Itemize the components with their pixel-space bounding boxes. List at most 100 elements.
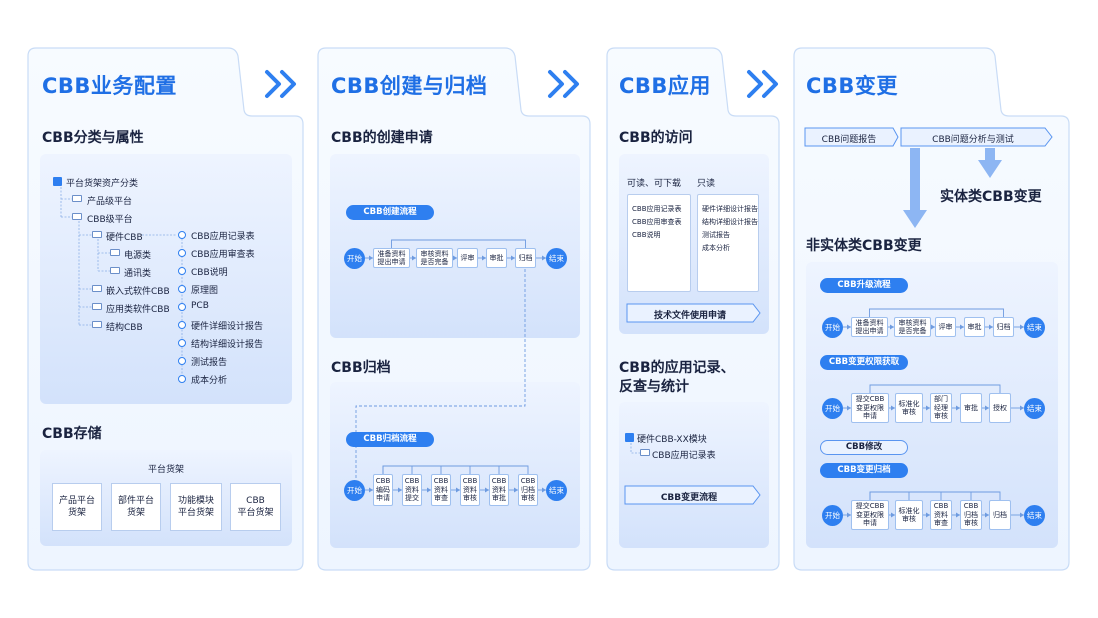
flow-end-node: 结束 bbox=[1024, 317, 1045, 338]
panel-title-config: CBB业务配置 bbox=[42, 74, 177, 98]
flow-loop-connector bbox=[869, 491, 910, 500]
flow-step-box: 归档 bbox=[993, 317, 1014, 337]
attribute-dot-icon bbox=[178, 303, 186, 311]
record-name: CBB应用记录表 bbox=[652, 451, 716, 461]
arrow-head-icon bbox=[514, 487, 518, 493]
flow-step-box: 审核资料 是否完备 bbox=[416, 248, 453, 268]
tree-l2-item: 结构CBB bbox=[106, 323, 143, 333]
problem-report: CBB问题报告 bbox=[821, 135, 877, 145]
flow-label-pill[interactable]: CBB归档流程 bbox=[346, 432, 434, 447]
flow-step-box: 准备资料 提出申请 bbox=[851, 317, 888, 337]
flow-label-pill[interactable]: CBB升级流程 bbox=[820, 278, 908, 293]
flow-step-box: CBB 资料 审查 bbox=[930, 500, 952, 530]
flow-step-box: 准备资料 提出申请 bbox=[373, 248, 410, 268]
attribute-item: CBB应用记录表 bbox=[191, 232, 255, 242]
tree-l2-item: 硬件CBB bbox=[106, 233, 143, 243]
flow-loop-connector bbox=[869, 308, 1004, 317]
flow-dashed-link bbox=[355, 269, 526, 480]
flow-step-box: 标准化 审核 bbox=[895, 500, 923, 530]
flow-step-box: CBB 归档 审核 bbox=[518, 474, 538, 506]
access-col2-box bbox=[697, 194, 759, 292]
attribute-dot-icon bbox=[178, 339, 186, 347]
attribute-dot-icon bbox=[178, 249, 186, 257]
readonly-doc-item: 成本分析 bbox=[702, 244, 730, 252]
archive-heading: CBB归档 bbox=[331, 360, 391, 376]
attribute-dot-icon bbox=[178, 231, 186, 239]
access-col2-title: 只读 bbox=[697, 179, 716, 189]
folder-icon bbox=[92, 285, 102, 292]
flow-label-pill[interactable]: CBB修改 bbox=[820, 440, 908, 455]
attribute-item: CBB应用审查表 bbox=[191, 250, 255, 260]
attribute-item: 成本分析 bbox=[191, 376, 228, 386]
records-heading-1: CBB的应用记录、 bbox=[619, 360, 735, 376]
flow-loop-connector bbox=[382, 465, 471, 474]
arrow-head-icon bbox=[485, 487, 489, 493]
arrow-head-icon bbox=[985, 512, 989, 518]
flow-start-node: 开始 bbox=[822, 505, 843, 526]
readable-doc-item: CBB应用审查表 bbox=[632, 218, 682, 226]
arrow-head-icon bbox=[847, 324, 851, 330]
arrow-head-icon bbox=[369, 255, 373, 261]
arrow-head-icon bbox=[412, 255, 416, 261]
flow-step-box: 审核资料 是否完备 bbox=[894, 317, 931, 337]
flow-step-box: CBB 资料 审批 bbox=[489, 474, 509, 506]
problem-analysis: CBB问题分析与测试 bbox=[932, 135, 1014, 145]
flow-step-box: 评审 bbox=[457, 248, 478, 268]
create-card bbox=[330, 154, 580, 338]
attribute-item: CBB说明 bbox=[191, 268, 228, 278]
shelf-title: 平台货架 bbox=[147, 465, 184, 475]
panel-title-create: CBB创建与归档 bbox=[331, 74, 488, 98]
flow-step-box: 归档 bbox=[989, 500, 1011, 530]
flow-start-node: 开始 bbox=[822, 317, 843, 338]
arrow-head-icon bbox=[456, 487, 460, 493]
arrow-head-icon bbox=[931, 324, 935, 330]
flow-loop-connector bbox=[382, 465, 413, 474]
flow-start-node: 开始 bbox=[822, 398, 843, 419]
flow-label-pill[interactable]: CBB创建流程 bbox=[346, 205, 434, 220]
panel-title-apply: CBB应用 bbox=[619, 74, 711, 98]
access-heading: CBB的访问 bbox=[619, 130, 693, 146]
folder-icon bbox=[640, 449, 650, 456]
flow-step-box: 归档 bbox=[515, 248, 536, 268]
attribute-item: 原理图 bbox=[191, 286, 219, 296]
access-col1-title: 可读、可下载 bbox=[627, 179, 682, 189]
arrow-head-icon bbox=[956, 512, 960, 518]
folder-icon bbox=[72, 195, 82, 202]
arrow-head-icon bbox=[891, 405, 895, 411]
records-heading-2: 反查与统计 bbox=[619, 379, 689, 395]
arrow-head-icon bbox=[511, 255, 515, 261]
arrow-head-icon bbox=[1020, 405, 1024, 411]
shelf-box: 部件平台 货架 bbox=[111, 483, 161, 531]
flow-label-pill[interactable]: CBB变更归档 bbox=[820, 463, 908, 478]
attribute-dot-icon bbox=[178, 285, 186, 293]
flow-label-pill[interactable]: CBB变更权限获取 bbox=[820, 355, 908, 370]
attribute-dot-icon bbox=[178, 267, 186, 275]
readable-doc-item: CBB应用记录表 bbox=[632, 205, 682, 213]
tree-l2-item: 应用类软件CBB bbox=[106, 305, 170, 315]
flow-end-node: 结束 bbox=[546, 248, 567, 269]
attribute-dot-icon bbox=[178, 321, 186, 329]
flow-step-box: 标准化 审核 bbox=[895, 393, 923, 423]
tech-file-apply[interactable]: 技术文件使用申请 bbox=[653, 311, 726, 321]
flow-loop-connector bbox=[382, 465, 529, 474]
arrow-head-icon bbox=[891, 512, 895, 518]
shelf-box: 功能模块 平台货架 bbox=[170, 483, 222, 531]
flow-step-box: 部门 经理 审核 bbox=[930, 393, 952, 423]
flow-loop-connector bbox=[869, 491, 972, 500]
flow-step-box: CBB 资料 审查 bbox=[431, 474, 451, 506]
change-flow-link[interactable]: CBB变更流程 bbox=[660, 493, 718, 503]
flow-end-node: 结束 bbox=[1024, 505, 1045, 526]
arrow-head-icon bbox=[926, 512, 930, 518]
user-icon bbox=[53, 177, 62, 186]
flow-end-node: 结束 bbox=[1024, 398, 1045, 419]
flow-step-box: CBB 资料 审核 bbox=[460, 474, 480, 506]
arrow-head-icon bbox=[926, 405, 930, 411]
attribute-item: 硬件详细设计报告 bbox=[191, 322, 264, 332]
arrow-head-icon bbox=[890, 324, 894, 330]
flow-step-box: 审批 bbox=[960, 393, 982, 423]
user-icon bbox=[625, 433, 634, 442]
flow-start-node: 开始 bbox=[344, 480, 365, 501]
flow-step-box: 审批 bbox=[486, 248, 507, 268]
